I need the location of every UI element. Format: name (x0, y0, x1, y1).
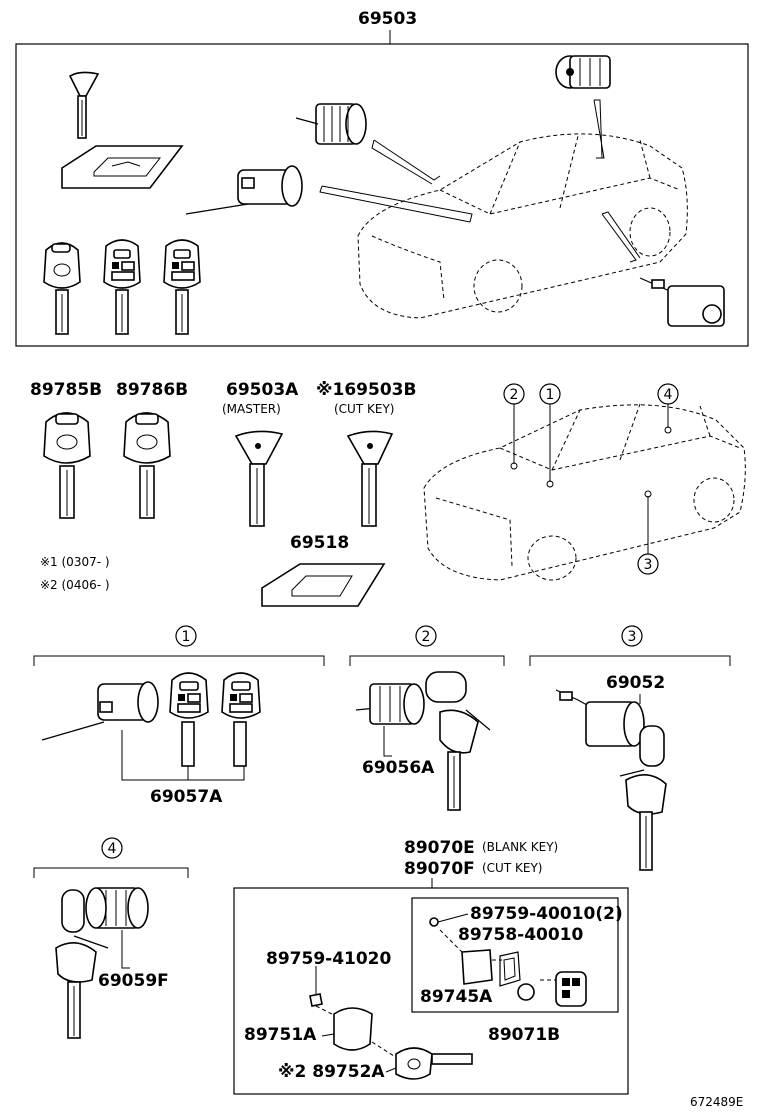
callout-3-group (621, 625, 643, 647)
callout-2-group (415, 625, 437, 647)
callout-4-group-label: 4 (108, 841, 117, 857)
callout-1-group-label: 1 (182, 629, 191, 645)
label-key-89786b: 89786B (116, 380, 188, 400)
transmitter-parts-icon (429, 913, 587, 1007)
car-top-illustration (357, 133, 688, 319)
label-top-assembly: 69503 (358, 9, 417, 29)
key-89785b-icon (43, 412, 91, 519)
transmitter-box (411, 897, 619, 1013)
group-2-door-cylinder-icon (355, 683, 425, 725)
key-assembly-box (233, 887, 629, 1095)
callout-1-car: 1 (546, 387, 555, 403)
group-1-ignition-icon (41, 681, 159, 741)
callout-3-group-label: 3 (628, 629, 637, 645)
key-69503b-icon (346, 430, 394, 527)
group-2-leader (383, 726, 392, 757)
label-69057a: 69057A (150, 787, 223, 807)
group-1-key-fob-a-icon (169, 672, 209, 767)
key-89786b-icon (123, 412, 171, 519)
note-1: ※1 (0307- ) (40, 555, 110, 569)
key-fob-1-icon (43, 242, 81, 335)
label-key-89785b: 89785B (30, 380, 102, 400)
group-4-leader (121, 930, 130, 969)
label-89070e: 89070E (404, 838, 475, 858)
callout-4-group (101, 837, 123, 859)
top-assembly-box (15, 43, 749, 347)
callout-2-car: 2 (510, 387, 519, 403)
key-master-icon (68, 71, 100, 139)
group-4-bracket (33, 867, 189, 878)
label-89745a: 89745A (420, 987, 493, 1007)
car-callout-illustration (423, 403, 746, 581)
group-2-bracket (349, 655, 505, 666)
key-69503a-icon (234, 430, 284, 527)
callout-4-car: 4 (664, 387, 673, 403)
group-2-keys-icon (425, 671, 491, 811)
label-screw-1: 89759-41020 (266, 949, 392, 969)
group-3-keys-icon (619, 725, 667, 871)
plate-69518-icon (261, 563, 386, 607)
callout-1-group (175, 625, 197, 647)
glove-box-cylinder-icon (555, 55, 611, 89)
label-key-69503a: 69503A (226, 380, 299, 400)
label-screw-2: 89759-40010(2) (470, 904, 623, 924)
group-1-key-fob-b-icon (221, 672, 261, 767)
label-89070f-sub: (CUT KEY) (482, 861, 542, 875)
label-key-69503b-sub: (CUT KEY) (334, 402, 394, 416)
group-3-switch-icon (555, 689, 645, 747)
key-head-parts-icon (309, 966, 473, 1080)
label-69052: 69052 (606, 673, 665, 693)
key-fob-3-icon (163, 239, 201, 335)
label-89751a: 89751A (244, 1025, 317, 1045)
group-4-trunk-cylinder-icon (85, 887, 149, 929)
callout-2-group-label: 2 (422, 629, 431, 645)
note-2: ※2 (0406- ) (40, 578, 110, 592)
group-3-bracket (529, 655, 731, 666)
key-plate-icon (61, 145, 184, 189)
trunk-lock-switch-icon (639, 277, 725, 327)
label-69059f: 69059F (98, 971, 169, 991)
label-89752a: ※2 89752A (278, 1062, 385, 1082)
ignition-cylinder-icon (185, 165, 303, 215)
callout-markers: 2 1 3 4 (503, 383, 679, 575)
key-fob-2-icon (103, 239, 141, 335)
label-69056a: 69056A (362, 758, 435, 778)
group-1-leader (121, 730, 245, 781)
label-89070e-sub: (BLANK KEY) (482, 840, 558, 854)
callout-3-car: 3 (644, 557, 653, 573)
pointer-arrows (319, 99, 641, 263)
label-plate-case: 89758-40010 (458, 925, 584, 945)
door-lock-cylinder-icon (295, 103, 367, 145)
label-key-69503a-sub: (MASTER) (222, 402, 281, 416)
label-plate-69518: 69518 (290, 533, 349, 553)
figure-id: 672489E (690, 1095, 743, 1109)
label-key-69503b: ※169503B (316, 380, 416, 400)
label-89071b: 89071B (488, 1025, 560, 1045)
group-4-keys-icon (55, 889, 109, 1039)
group-1-bracket (33, 655, 325, 666)
label-89070f: 89070F (404, 859, 475, 879)
